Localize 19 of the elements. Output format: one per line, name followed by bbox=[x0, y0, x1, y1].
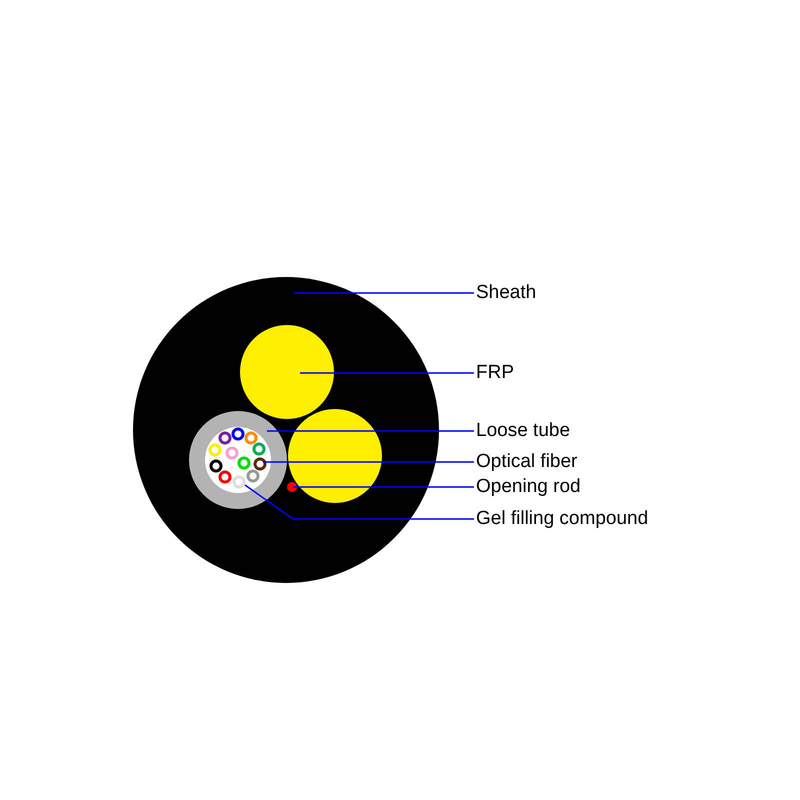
frp-rod bbox=[288, 409, 382, 503]
frp-rod bbox=[240, 325, 334, 419]
opening-rod bbox=[287, 482, 297, 492]
gel-filling bbox=[205, 427, 271, 493]
leader-line bbox=[294, 292, 474, 294]
optical-fiber bbox=[254, 458, 266, 470]
loose-tube bbox=[189, 411, 287, 509]
part-label: Optical fiber bbox=[476, 451, 578, 473]
part-label: Sheath bbox=[476, 282, 536, 304]
part-label: Loose tube bbox=[476, 420, 570, 442]
leader-line bbox=[293, 486, 474, 488]
part-label: Opening rod bbox=[476, 476, 581, 498]
leader-line bbox=[244, 484, 474, 520]
part-label: Gel filling compound bbox=[476, 508, 648, 530]
cable-sheath bbox=[133, 277, 439, 583]
leader-line bbox=[267, 430, 474, 432]
leader-line bbox=[300, 372, 474, 374]
leader-line bbox=[263, 461, 474, 463]
part-label: FRP bbox=[476, 362, 514, 384]
